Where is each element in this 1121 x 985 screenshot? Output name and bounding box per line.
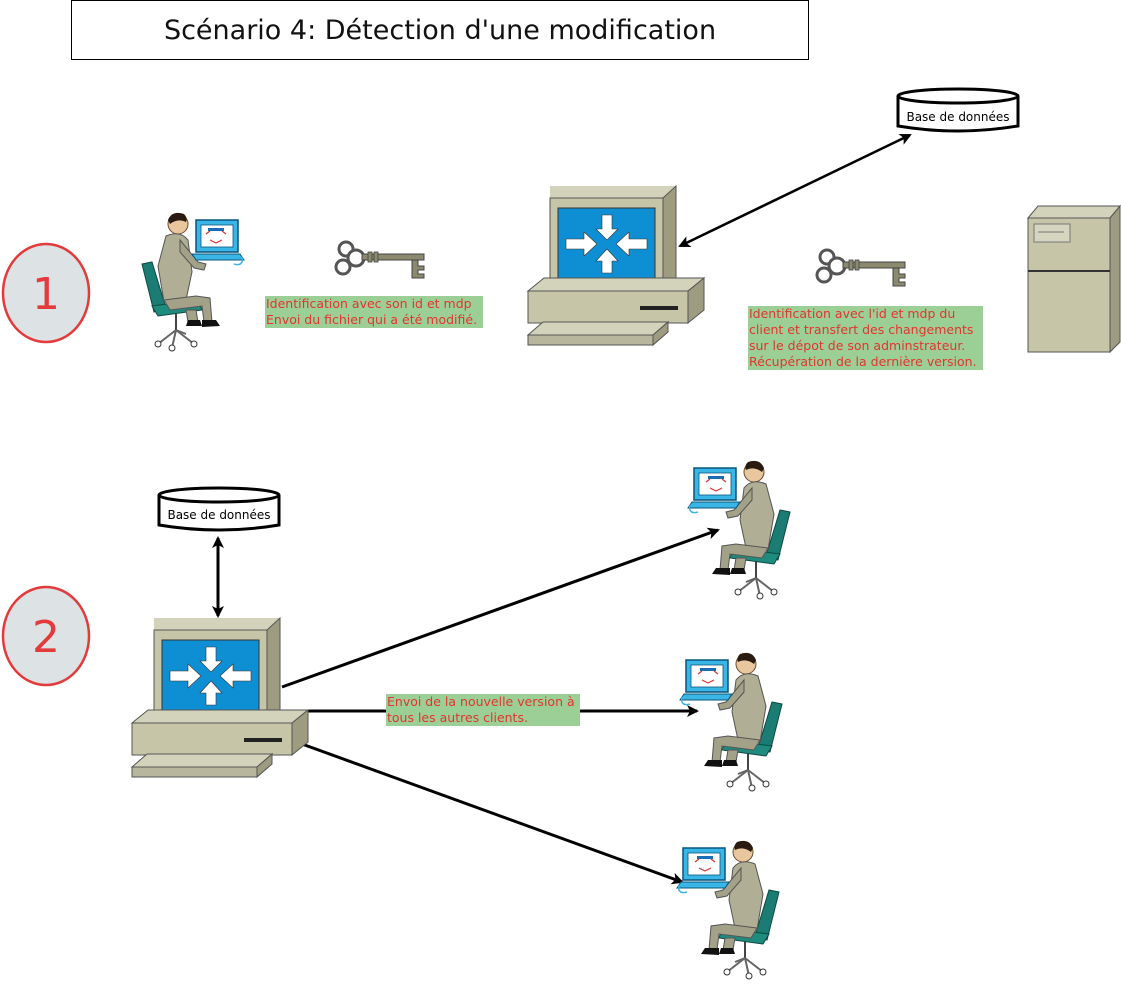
- step-2-marker: 2: [1, 585, 91, 687]
- key-icon: [815, 248, 907, 288]
- server-switch-icon: [527, 185, 705, 346]
- diagram-title: Scénario 4: Détection d'une modification: [71, 0, 809, 60]
- step-2-label: 2: [32, 612, 60, 663]
- database-label: Base de données: [167, 508, 270, 522]
- database-icon: Base de données: [896, 87, 1020, 133]
- note-broadcast: Envoi de la nouvelle version à tous les …: [386, 694, 580, 726]
- link-switch-database-top: [678, 133, 912, 248]
- client-user-workstation-icon: [680, 653, 782, 791]
- database-icon: Base de données: [157, 486, 281, 532]
- note-server-synchronisation: Identification avec l'id et mdp du clien…: [748, 306, 983, 370]
- step-1-marker: 1: [1, 242, 91, 344]
- tower-server-icon: [1026, 204, 1121, 354]
- key-icon: [334, 240, 426, 280]
- step-1-label: 1: [32, 269, 60, 320]
- link-to-client-a: [281, 527, 720, 689]
- server-switch-icon: [131, 617, 309, 778]
- database-label: Base de données: [906, 110, 1009, 124]
- client-user-workstation-icon: [677, 841, 779, 979]
- client-user-workstation-icon: [141, 211, 245, 352]
- link-to-client-c: [301, 742, 684, 885]
- note-client-authentication: Identification avec son id et mdp Envoi …: [265, 296, 483, 328]
- client-user-workstation-icon: [688, 461, 790, 599]
